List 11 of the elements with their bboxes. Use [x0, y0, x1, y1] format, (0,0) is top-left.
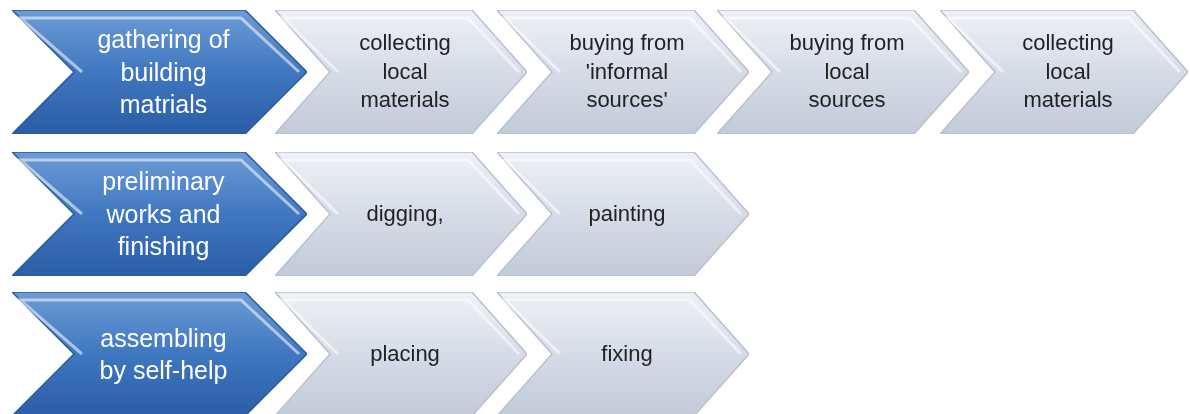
category-label: preliminary works and finishing: [101, 166, 226, 263]
step-label: painting: [588, 199, 666, 228]
step-label: buying from local sources: [788, 29, 906, 115]
category-label: assembling by self-help: [98, 322, 229, 386]
step-label: collecting local materials: [358, 29, 452, 115]
step-label: placing: [370, 339, 440, 368]
step-label: digging,: [366, 199, 444, 228]
category-label: gathering of building matrials: [96, 24, 231, 121]
step-label: collecting local materials: [1021, 29, 1115, 115]
step-label: fixing: [601, 339, 653, 368]
step-label: buying from 'informal sources': [568, 29, 686, 115]
